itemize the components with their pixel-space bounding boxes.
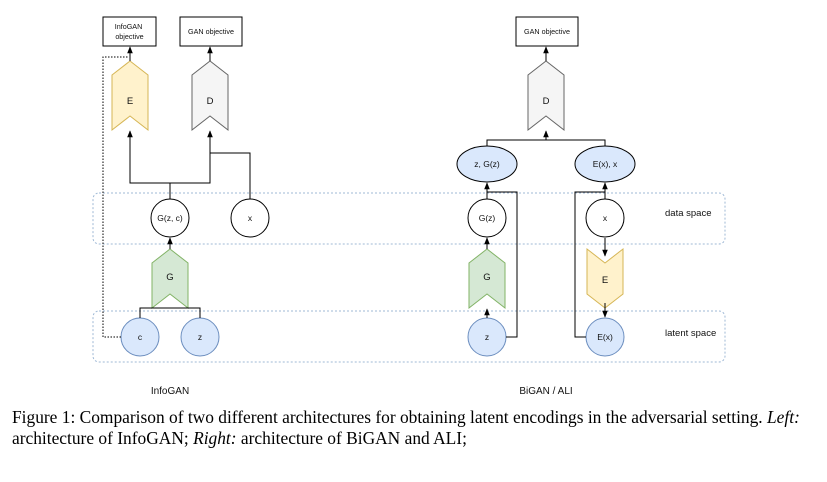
caption-right-label: Right: (193, 428, 237, 448)
caption-text-1: Comparison of two different architecture… (75, 407, 768, 427)
data-space-label: data space (665, 208, 711, 219)
right-encoder-label: E (602, 275, 608, 286)
left-generated-to-encoder-line (127, 130, 171, 199)
left-code-to-objective-dotted-line (102, 56, 129, 338)
right-encoded-bypass-line (574, 191, 605, 338)
left-generated-to-discriminator-line (170, 130, 213, 184)
right-discriminator-label: D (543, 96, 550, 107)
right-encoder-block (586, 247, 624, 309)
left-diagram-title: InfoGAN (151, 386, 189, 397)
left-code-label: c (138, 332, 143, 342)
left-generator-label: G (166, 272, 173, 283)
left-discriminator-label: D (207, 96, 214, 107)
infogan-objective-label: InfoGAN objective (115, 22, 145, 41)
right-pairs-to-discriminator-line (486, 139, 606, 146)
architecture-diagram: data space latent space InfoGAN objectiv… (92, 16, 726, 397)
right-diagram-title: BiGAN / ALI (519, 386, 572, 397)
right-noise-label: z (485, 332, 489, 342)
right-gan-objective-box (515, 16, 579, 47)
latent-space-region (92, 310, 726, 363)
left-data-label: x (248, 213, 253, 223)
right-noise-bypass-line (487, 191, 518, 338)
right-generator-label: G (483, 272, 490, 283)
data-space-region (92, 192, 726, 245)
left-data-to-discriminator-line (210, 152, 251, 199)
caption-label: Figure 1: (12, 407, 76, 427)
caption-text-3: architecture of BiGAN and ALI; (236, 428, 467, 448)
left-gan-objective-label: GAN objective (188, 27, 234, 36)
right-gan-objective-label: GAN objective (524, 27, 570, 36)
left-latent-to-generator-line (139, 307, 201, 318)
right-pair-generated-label: z, G(z) (474, 159, 500, 169)
left-noise-label: z (198, 332, 202, 342)
latent-space-label: latent space (665, 328, 716, 339)
right-pair-encoded-label: E(x), x (593, 159, 618, 169)
left-encoder-label: E (127, 96, 133, 107)
figure-caption: Figure 1: Comparison of two different ar… (12, 407, 817, 449)
right-data-label: x (603, 213, 608, 223)
left-gan-objective-box (179, 16, 243, 47)
infogan-objective-box (102, 16, 157, 47)
caption-left-label: Left: (767, 407, 800, 427)
left-generated-label: G(z, c) (157, 213, 183, 223)
right-encoded-label: E(x) (597, 332, 613, 342)
caption-text-2: architecture of InfoGAN; (12, 428, 194, 448)
right-generated-label: G(z) (479, 213, 496, 223)
